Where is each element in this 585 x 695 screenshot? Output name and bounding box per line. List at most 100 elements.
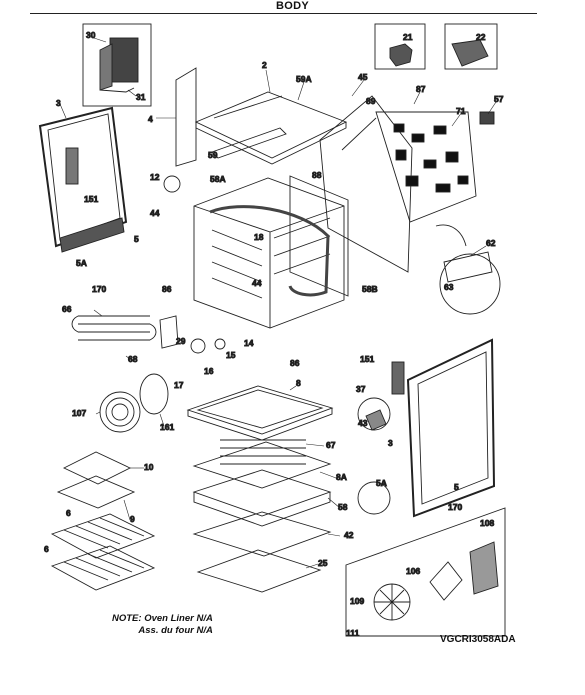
part-22-bracket [451, 39, 489, 67]
callout-4: 4 [148, 114, 153, 124]
callout-59: 59 [208, 150, 218, 160]
part-58A-wrap [209, 205, 330, 297]
callout-86-left: 86 [162, 284, 172, 294]
callout-5-left: 5 [134, 234, 139, 244]
callout-151-right: 151 [360, 354, 374, 364]
callout-3-left: 3 [56, 98, 61, 108]
callout-58B: 58B [362, 284, 378, 294]
callout-9: 9 [130, 514, 135, 524]
oven-cavity [193, 177, 345, 329]
inset-box-fan [345, 507, 506, 637]
callout-109: 109 [350, 596, 364, 606]
callout-59A: 59A [296, 74, 312, 84]
part-43-inset [357, 397, 391, 431]
part-67-broil-element [220, 439, 306, 465]
part-8A-tray [192, 441, 332, 489]
part-71-insulation [375, 111, 477, 223]
callout-labels: 30 31 21 22 3 4 2 59A 45 87 57 89 71 59 … [44, 30, 505, 639]
page-header: BODY [0, 0, 585, 14]
callout-86-right: 86 [290, 358, 300, 368]
callout-30: 30 [86, 30, 96, 40]
callout-15: 15 [226, 350, 236, 360]
callout-14: 14 [244, 338, 254, 348]
callout-68: 68 [128, 354, 138, 364]
part-12-knob [163, 175, 181, 193]
callout-45: 45 [358, 72, 368, 82]
note-block: NOTE: Oven Liner N/A Ass. du four N/A [112, 613, 213, 637]
note-line-2: Ass. du four N/A [138, 625, 213, 636]
part-58B-insulation [289, 175, 349, 297]
callout-106: 106 [406, 566, 420, 576]
rear-panel [319, 95, 413, 273]
callout-58: 58 [338, 502, 348, 512]
part-6-oven-racks [50, 513, 156, 591]
callout-25: 25 [318, 558, 328, 568]
part-62-inset [439, 253, 501, 315]
callout-29: 29 [176, 336, 186, 346]
part-5A-inset [357, 481, 391, 515]
callout-6-bottom: 6 [44, 544, 49, 554]
leader-lines [59, 37, 497, 569]
part-25-cover [196, 549, 322, 593]
part-30-bracket [99, 37, 139, 93]
part-59-strip [211, 127, 287, 159]
part-62-sensor [435, 224, 467, 247]
callout-8: 8 [296, 378, 301, 388]
part-15-socket [214, 338, 226, 350]
callout-161: 161 [160, 422, 174, 432]
part-4-side-panel [175, 67, 197, 167]
callout-3-right: 3 [388, 438, 393, 448]
callout-111: 111 [346, 628, 360, 638]
callout-62: 62 [486, 238, 496, 248]
page-title: BODY [276, 0, 309, 12]
callout-71: 71 [456, 106, 466, 116]
model-code: VGCRI3058ADA [440, 634, 516, 645]
part-62-latch [443, 251, 493, 283]
part-2-top-panel [194, 91, 348, 165]
part-42-panel [192, 511, 332, 557]
callout-2: 2 [262, 60, 267, 70]
part-8-bottom-panel [186, 385, 334, 441]
callout-43: 43 [358, 418, 368, 428]
part-21-clip [389, 43, 413, 67]
part-57-plate [479, 111, 495, 125]
convection-fan-assembly [373, 541, 499, 621]
part-3-door-frame [38, 106, 128, 253]
callout-67: 67 [326, 440, 336, 450]
callout-57: 57 [494, 94, 504, 104]
callout-37: 37 [356, 384, 366, 394]
callout-22: 22 [476, 32, 486, 42]
inset-box-30-31 [82, 23, 152, 107]
part-10-broil-grid [62, 451, 132, 485]
part-3-door-frame-right [406, 338, 496, 518]
callout-170-left: 170 [92, 284, 106, 294]
callout-21: 21 [403, 32, 413, 42]
callout-6-top: 6 [66, 508, 71, 518]
callout-8A: 8A [336, 472, 347, 482]
callout-18: 18 [254, 232, 264, 242]
callout-151-left: 151 [84, 194, 98, 204]
callout-16: 16 [204, 366, 214, 376]
part-9-broil-pan [56, 475, 136, 509]
part-29-bracket [159, 315, 179, 349]
callout-5-right: 5 [454, 482, 459, 492]
callout-170-right: 170 [448, 502, 462, 512]
callout-88: 88 [312, 170, 322, 180]
part-66-bake-element [71, 315, 157, 341]
callout-31: 31 [136, 92, 146, 102]
callout-66: 66 [62, 304, 72, 314]
callout-10: 10 [144, 462, 154, 472]
callout-63: 63 [444, 282, 454, 292]
inset-box-22 [444, 23, 498, 70]
callout-5A-left: 5A [76, 258, 87, 268]
callout-87: 87 [416, 84, 426, 94]
callout-107: 107 [72, 408, 86, 418]
header-rule [30, 13, 537, 14]
callout-5A-right: 5A [376, 478, 387, 488]
callout-44-left: 44 [150, 208, 160, 218]
part-16-lamp [190, 338, 206, 354]
note-line-1: NOTE: Oven Liner N/A [112, 613, 213, 624]
callout-108: 108 [480, 518, 494, 528]
callout-42: 42 [344, 530, 354, 540]
